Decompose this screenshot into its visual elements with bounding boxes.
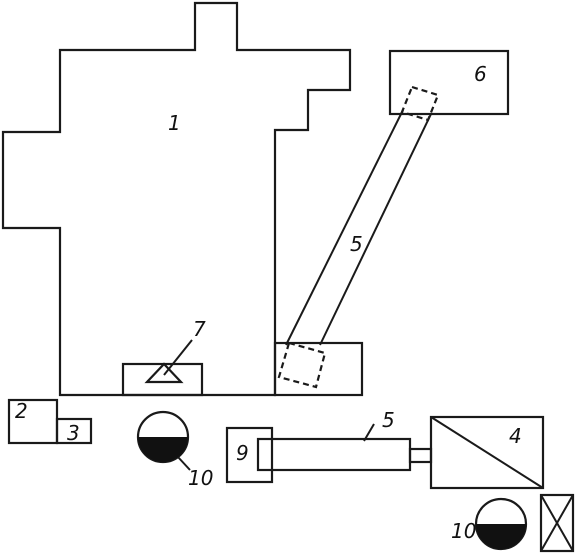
unit-7-triangle [144, 362, 184, 384]
label-5-horizontal: 5 [382, 408, 395, 432]
crossed-box [539, 493, 575, 553]
horizontal-conveyor [256, 437, 412, 472]
box-6 [388, 49, 510, 116]
crossed-box-diag-2 [540, 494, 574, 552]
box-9 [225, 426, 274, 484]
label-10-right: 10 [451, 519, 476, 543]
leader-10-left [177, 456, 191, 471]
incline-bottom-dashed-end [277, 341, 327, 389]
label-7: 7 [193, 317, 206, 341]
coupling [408, 447, 433, 464]
label-10-left: 10 [188, 466, 213, 490]
label-1: 1 [168, 111, 181, 135]
incline-conveyor-right [319, 113, 432, 346]
label-5-incline: 5 [350, 232, 363, 256]
incline-conveyor-left [285, 109, 404, 346]
label-4: 4 [509, 424, 522, 448]
box-4-diagonal [430, 416, 544, 489]
label-3: 3 [67, 421, 80, 445]
tank-10-right-fill [476, 524, 526, 549]
tank-10-left-fill [138, 437, 188, 462]
label-6: 6 [474, 62, 487, 86]
main-building-outline [1, 1, 352, 397]
box-3 [55, 417, 93, 445]
label-2: 2 [15, 399, 28, 423]
unit-7-box [121, 362, 204, 397]
lower-block [273, 341, 364, 397]
incline-top-dashed-end [400, 85, 440, 122]
box-4 [429, 415, 545, 490]
leader-5-horizontal [363, 423, 375, 442]
label-9: 9 [236, 441, 249, 465]
leader-7 [163, 339, 193, 376]
